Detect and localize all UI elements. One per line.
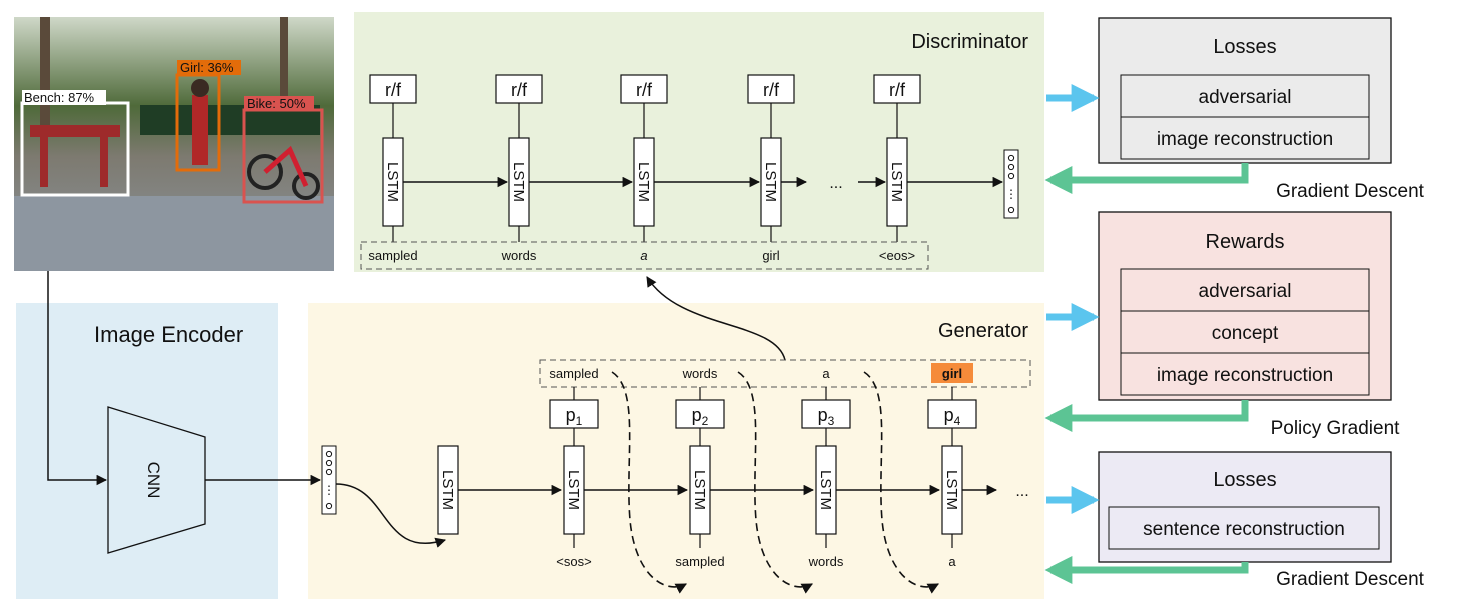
discriminator-step-4: r/f LSTM	[747, 74, 795, 242]
rewards-item-2: concept	[1212, 323, 1279, 344]
gen-lstm-label-0: LSTM	[439, 470, 456, 510]
p-subscript-4: 4	[954, 414, 961, 428]
input-photo	[14, 17, 334, 271]
rf-label-4: r/f	[763, 80, 780, 100]
p-subscript-2: 2	[702, 414, 709, 428]
losses-top-item-2: image reconstruction	[1157, 129, 1333, 150]
svg-text:p2: p2	[692, 405, 709, 428]
gen-input-a: a	[948, 554, 956, 569]
disc-lstm-label-4: LSTM	[762, 162, 779, 202]
sampled-word-2: words	[682, 366, 718, 381]
losses-top-title: Losses	[1213, 36, 1276, 58]
discriminator-output-vector	[1003, 149, 1019, 219]
p-label-1: p	[566, 405, 576, 425]
gen-lstm-label-2: LSTM	[691, 470, 708, 510]
discriminator-input-group	[360, 241, 929, 270]
green-arrow-bottom	[1044, 556, 1249, 584]
disc-lstm-label-1: LSTM	[384, 162, 401, 202]
svg-text:⋮: ⋮	[323, 483, 335, 497]
highlighted-word-background	[931, 363, 973, 383]
losses-bottom-item-1: sentence reconstruction	[1143, 519, 1345, 540]
discriminator-panel	[354, 12, 1044, 272]
sampled-word-3: a	[822, 366, 830, 381]
losses-top-item-2-box	[1120, 116, 1370, 160]
disc-input-eos: <eos>	[879, 248, 915, 263]
image-encoder-title: Image Encoder	[94, 322, 243, 347]
losses-bottom-item-1-box	[1108, 506, 1380, 550]
sampled-to-discriminator-arrow	[646, 276, 786, 361]
discriminator-step-2: r/f LSTM	[495, 74, 543, 242]
rewards-item-3: image reconstruction	[1157, 365, 1333, 386]
disc-input-sampled: sampled	[368, 248, 417, 263]
sampled-word-4-highlighted: girl	[942, 366, 962, 381]
gen-input-sampled: sampled	[675, 554, 724, 569]
generator-step-1: p1 LSTM	[549, 387, 599, 548]
svg-text:⋮: ⋮	[1005, 187, 1017, 201]
losses-top-item-1: adversarial	[1199, 87, 1292, 108]
cnn-block	[107, 406, 206, 554]
gradient-label-top: Gradient Descent	[1276, 181, 1425, 202]
rf-label-1: r/f	[385, 80, 402, 100]
feedback-loop-3	[863, 371, 939, 594]
p-label-4: p	[944, 405, 954, 425]
feature-to-first-lstm-arrow	[335, 483, 447, 548]
sampled-words-group	[539, 359, 1031, 388]
rf-label-2: r/f	[511, 80, 528, 100]
bench-detection-label: Bench: 87%	[24, 90, 95, 105]
generator-step-2: p2 LSTM	[675, 387, 725, 548]
gen-ellipsis: ...	[1015, 483, 1028, 500]
disc-lstm-label-3: LSTM	[635, 162, 652, 202]
discriminator-step-1: r/f LSTM	[369, 74, 417, 242]
p-subscript-3: 3	[828, 414, 835, 428]
feedback-loop-2	[737, 371, 813, 594]
gen-lstm-label-4: LSTM	[943, 470, 960, 510]
rewards-panel	[1098, 211, 1392, 401]
feedback-loop-1	[611, 371, 687, 594]
sampled-word-1: sampled	[549, 366, 598, 381]
svg-text:p3: p3	[818, 405, 835, 428]
discriminator-step-3: r/f LSTM	[620, 74, 668, 242]
svg-text:p4: p4	[944, 405, 961, 428]
gradient-label-middle: Policy Gradient	[1271, 418, 1401, 439]
green-arrow-middle	[1044, 400, 1249, 432]
gen-lstm-label-3: LSTM	[817, 470, 834, 510]
disc-lstm-label-2: LSTM	[510, 162, 527, 202]
gradient-label-bottom: Gradient Descent	[1276, 569, 1425, 590]
discriminator-step-5: r/f LSTM	[873, 74, 921, 242]
cnn-label: CNN	[144, 462, 163, 499]
generator-step-3: p3 LSTM	[801, 387, 851, 548]
rewards-item-3-box	[1120, 352, 1370, 396]
disc-input-words: words	[501, 248, 537, 263]
rf-label-5: r/f	[889, 80, 906, 100]
rewards-item-1: adversarial	[1199, 281, 1292, 302]
disc-lstm-label-5: LSTM	[888, 162, 905, 202]
p-subscript-1: 1	[576, 414, 583, 428]
gen-lstm-label-1: LSTM	[565, 470, 582, 510]
disc-input-girl: girl	[762, 248, 779, 263]
p-label-3: p	[818, 405, 828, 425]
generator-panel	[308, 303, 1044, 599]
generator-title: Generator	[938, 320, 1028, 342]
svg-text:p1: p1	[566, 405, 583, 428]
losses-bottom-title: Losses	[1213, 469, 1276, 491]
disc-ellipsis: ...	[829, 175, 842, 192]
gen-input-sos: <sos>	[556, 554, 591, 569]
feature-vector	[321, 445, 337, 515]
photo-to-cnn-arrow	[47, 271, 108, 486]
bike-detection-label: Bike: 50%	[247, 96, 306, 111]
green-arrow-top	[1044, 163, 1249, 194]
gen-input-words: words	[808, 554, 844, 569]
rewards-title: Rewards	[1206, 231, 1285, 253]
p-label-2: p	[692, 405, 702, 425]
girl-detection-label: Girl: 36%	[180, 60, 234, 75]
rf-label-3: r/f	[636, 80, 653, 100]
disc-input-a: a	[640, 248, 647, 263]
discriminator-title: Discriminator	[911, 31, 1028, 53]
